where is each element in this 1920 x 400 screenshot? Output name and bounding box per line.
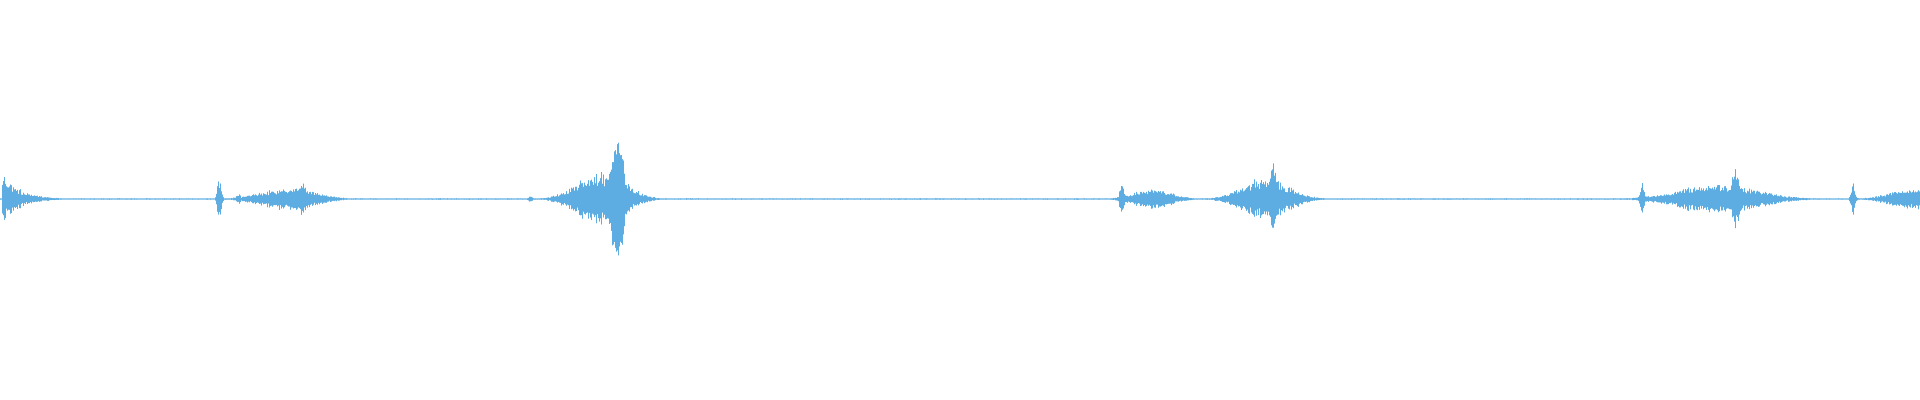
waveform-trace xyxy=(0,142,1920,256)
